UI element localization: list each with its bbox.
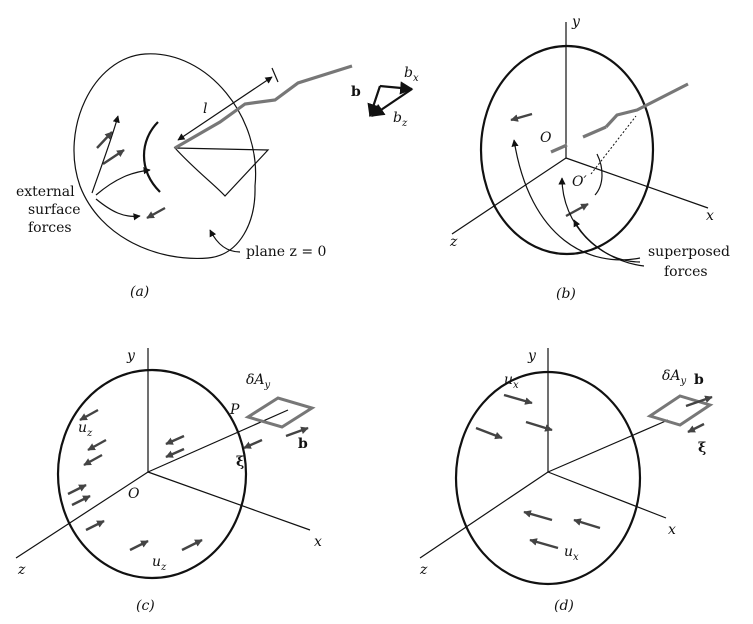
label-O-b: O: [540, 130, 552, 146]
pointer-plane: [209, 229, 241, 253]
xi-arrow-c: [243, 438, 263, 450]
axis-z-label-b: z: [449, 234, 458, 250]
panel-a: l b bx bz external surface forces plane …: [16, 53, 419, 300]
axis-z-label-d: z: [419, 562, 428, 578]
label-dA-d: δAy: [662, 368, 687, 387]
cut-slot-arc: [142, 121, 161, 193]
label-uz-c2: uz: [152, 554, 167, 573]
cut-arc-b: [594, 153, 603, 196]
burgers-bx-arrow: [379, 81, 414, 95]
force-arrow-a2: [102, 149, 125, 165]
disp-arrow-c10: [181, 538, 203, 552]
label-plane: plane z = 0: [246, 244, 326, 260]
dislocation-b-3: [604, 82, 689, 129]
disp-arrow-d4: [523, 510, 553, 522]
length-l-tick: [271, 67, 279, 83]
xi-arrow-d: [687, 422, 705, 434]
axis-y-label-d: y: [527, 348, 537, 364]
label-bx: bx: [404, 65, 419, 84]
axis-x-label-d: x: [668, 522, 676, 538]
axis-z-c: [15, 471, 149, 559]
axis-z-d: [419, 471, 549, 559]
cylinder-section-d: [454, 370, 642, 586]
pointer-a2: [95, 167, 151, 196]
label-P-c: P: [229, 402, 240, 418]
panel-d: y x z δAy b ξ ux ux (d): [419, 348, 714, 614]
disp-arrow-c3: [83, 453, 103, 467]
burgers-b-arrow-d: [685, 395, 713, 408]
force-arrow-a3: [146, 206, 166, 220]
label-surface: surface: [28, 202, 81, 218]
force-arrow-a1: [96, 131, 113, 149]
axis-y-label-b: y: [571, 14, 581, 30]
axis-y-label-c: y: [126, 348, 136, 364]
disp-arrow-c6: [67, 483, 87, 496]
label-l: l: [203, 101, 207, 117]
axis-x-label-b: x: [706, 208, 714, 224]
label-b-a: b: [351, 84, 361, 100]
axis-x-d: [547, 471, 667, 519]
panel-c: y x z O P δAy b ξ uz uz (c): [15, 348, 322, 614]
disp-arrow-d2: [475, 426, 503, 440]
label-ux-d1: ux: [504, 372, 519, 391]
disp-arrow-c7: [71, 494, 91, 507]
label-ux-d2: ux: [564, 544, 579, 563]
axis-z-b: [451, 157, 567, 235]
disp-arrow-c9: [129, 539, 149, 552]
disp-arrow-c8: [85, 519, 105, 532]
burgers-bz-arrow: [370, 88, 413, 117]
axis-p-d: [547, 419, 669, 473]
disp-arrow-c2: [87, 438, 107, 452]
label-b-c: b: [298, 436, 308, 452]
cylinder-section-c: [56, 368, 248, 580]
area-element-d: [646, 394, 714, 427]
label-b-d: b: [694, 372, 704, 388]
cylinder-section-b: [479, 44, 655, 256]
disp-arrow-d1: [503, 393, 533, 405]
burgers-b-arrow-c: [285, 426, 309, 438]
pointer-b3: [573, 219, 645, 267]
dislocation-line-a: [174, 64, 353, 150]
disp-arrow-d3: [525, 420, 553, 432]
label-dA-c: δAy: [246, 372, 271, 391]
label-xi-d: ξ: [698, 440, 706, 456]
axis-x-label-c: x: [314, 534, 322, 550]
disp-arrow-c5: [165, 447, 185, 459]
axis-p-c: [147, 409, 289, 473]
area-element-c: [244, 396, 316, 429]
disp-arrow-d6: [529, 538, 559, 550]
panel-b: y x z O O′ superposed forces (b): [449, 14, 730, 302]
caption-a: (a): [130, 284, 149, 300]
pointer-b1: [511, 139, 641, 261]
axis-z-label-c: z: [17, 562, 26, 578]
caption-b: (b): [556, 286, 576, 302]
label-external: external: [16, 184, 75, 200]
dislocation-b-1: [550, 143, 568, 154]
label-forces-b: forces: [664, 264, 708, 280]
length-l-line: [177, 76, 273, 141]
axis-x-c: [147, 471, 311, 531]
label-bz: bz: [393, 110, 408, 129]
force-arrow-b1: [510, 112, 533, 122]
label-Oprime-b: O′: [572, 174, 587, 190]
disp-arrow-c4: [165, 434, 185, 446]
label-O-c: O: [128, 486, 140, 502]
dotted-guide-b: [590, 115, 637, 175]
cut-wedge: [173, 147, 270, 197]
cut-surface-outline: [73, 53, 257, 260]
disp-arrow-c1: [79, 408, 99, 422]
caption-c: (c): [136, 598, 155, 614]
dislocation-b-2: [582, 125, 607, 139]
axis-x-b: [565, 157, 709, 209]
label-xi-c: ξ: [236, 454, 244, 470]
caption-d: (d): [554, 598, 574, 614]
label-superposed: superposed: [648, 244, 730, 260]
label-uz-c1: uz: [78, 420, 93, 439]
disp-arrow-d5: [573, 518, 601, 530]
pointer-a1: [91, 115, 120, 194]
pointer-a3: [95, 198, 141, 221]
label-forces: forces: [28, 220, 72, 236]
